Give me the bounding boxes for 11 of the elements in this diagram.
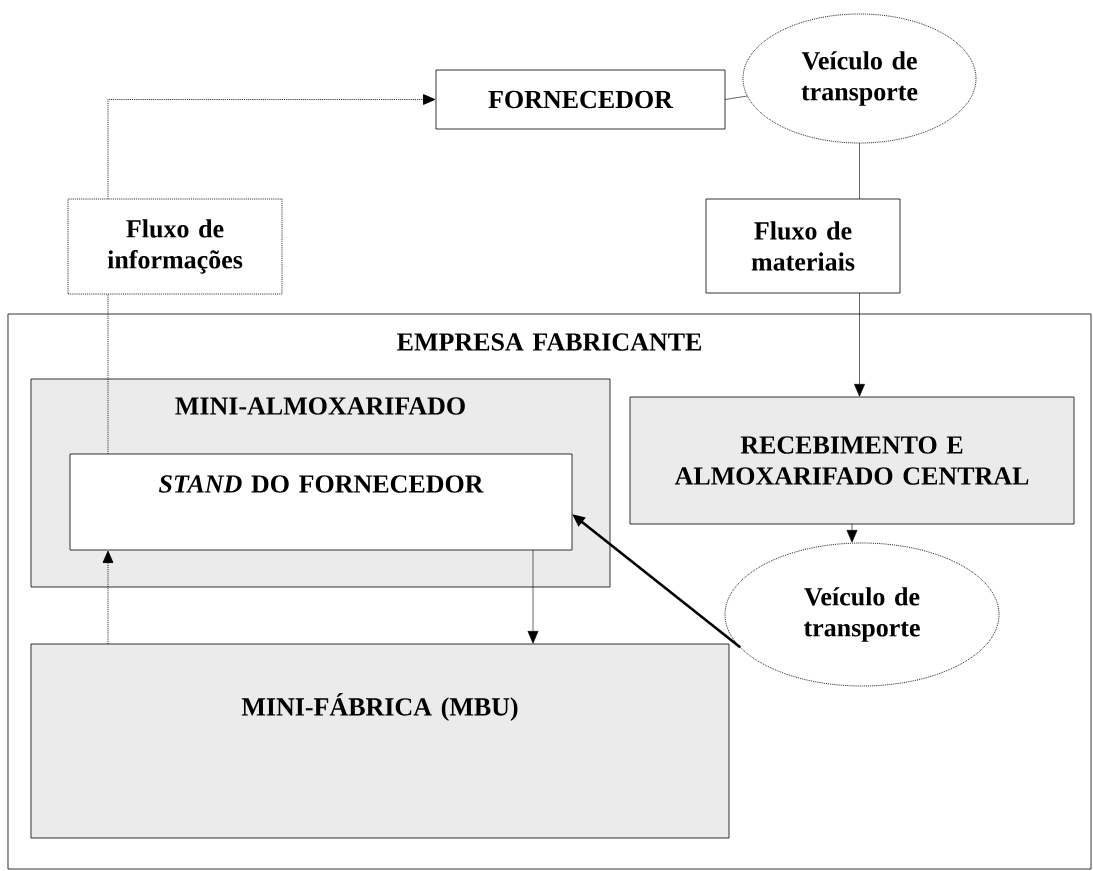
arrow: [854, 292, 865, 397]
arrow: [527, 549, 539, 644]
warehouse-box: RECEBIMENTO E ALMOXARIFADO CENTRAL: [629, 396, 1075, 525]
arrow: [846, 523, 858, 543]
flow-label-box: Fluxo de materiais: [705, 198, 901, 294]
stand-box: STAND DO FORNECEDOR: [69, 453, 573, 551]
arrow: [107, 94, 436, 200]
flow-label-box: Fluxo de informações: [67, 198, 283, 295]
arrow: [102, 550, 114, 645]
process-box: FORNECEDOR: [435, 69, 726, 130]
factory-box: MINI-FÁBRICA (MBU): [30, 643, 730, 839]
